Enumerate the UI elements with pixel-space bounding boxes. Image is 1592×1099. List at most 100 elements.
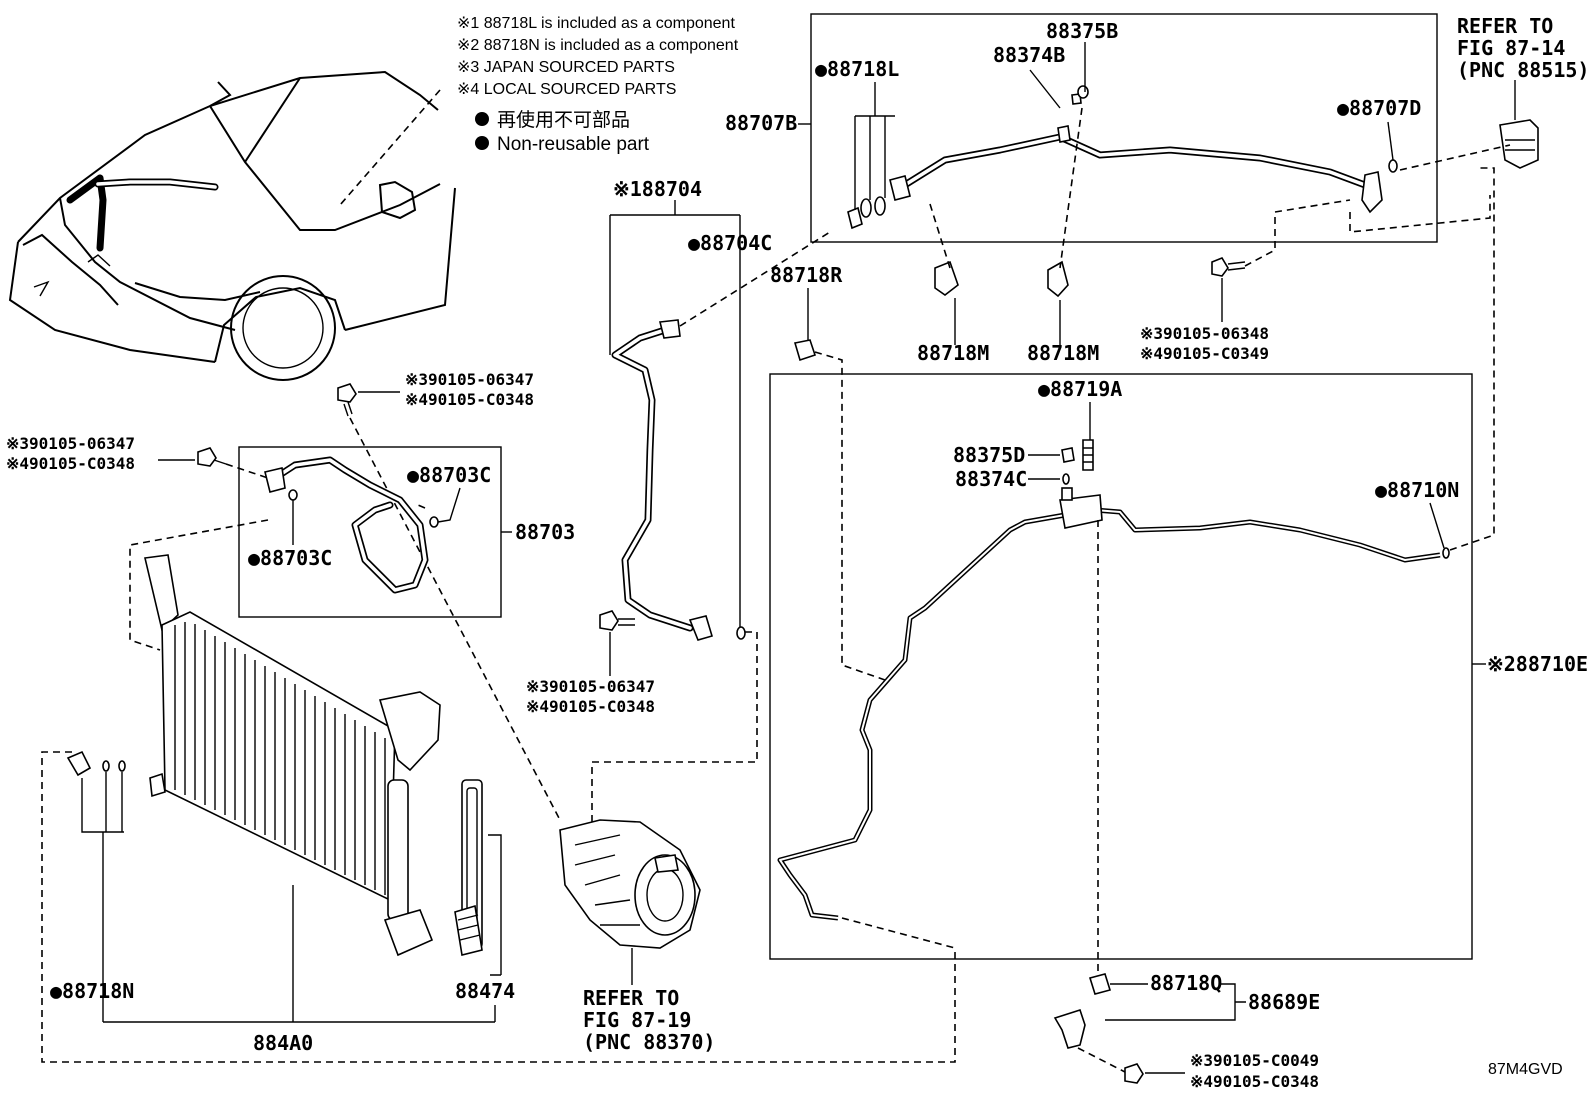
label-88375D: 88375D [953,443,1025,467]
label-88710E: ※288710E [1487,652,1588,676]
label-88718N: ●88718N [50,979,134,1003]
cap-88375D-icon [1061,447,1075,463]
refer-bottom-line3: (PNC 88370) [583,1030,715,1054]
tube-block-88710E [1059,494,1103,529]
dash-88703-stub [417,504,426,509]
label-88707D: ●88707D [1337,96,1421,120]
label-88719A: ●88719A [1038,377,1122,401]
legend-bullet-1 [475,112,489,126]
bolt-left-line1: ※390105-06347 [6,434,135,453]
leader-88704-bracket [609,200,741,628]
car-hood-outline [17,70,439,243]
car-wheel-rim [242,287,324,369]
leader-88718L [854,82,895,210]
refer-top-line1: REFER TO [1457,14,1553,38]
dash-88707D-valve [1399,144,1511,171]
car-emblem [33,280,50,297]
label-88704: ※188704 [613,177,702,201]
bolt-mid-icon [599,610,635,631]
legend-block: 再使用不可部品 Non-reusable part [475,109,650,155]
leader-88374B [1029,69,1061,109]
bolt-left-icon [197,447,227,467]
label-88703C-b: ●88703C [248,546,332,570]
car-front-wheel [230,275,336,381]
label-88375B: 88375B [1046,19,1118,43]
bolt-upper-mid-line2: ※490105-C0348 [405,390,534,409]
refer-bottom-line1: REFER TO [583,986,679,1010]
label-884A0: 884A0 [253,1031,313,1055]
label-88718M-b: 88718M [1027,341,1099,365]
bolt-upper-mid-line1: ※390105-06347 [405,370,534,389]
dash-bolt-left [225,463,269,479]
dash-bolt-upper-mid [349,417,561,821]
note-4: ※4 LOCAL SOURCED PARTS [457,81,676,98]
box-88707B [810,13,1438,243]
dash-bolt-top-right [1244,199,1351,267]
note-2: ※2 88718N is included as a component [457,37,739,54]
label-88703: 88703 [515,520,575,544]
clamp-88718Q-icon [1088,973,1112,995]
hose-88707B-fitting [1361,171,1383,214]
bolt-top-right-line1: ※390105-06348 [1140,324,1269,343]
note-1: ※1 88718L is included as a component [457,15,735,32]
refer-bottom-line2: FIG 87-19 [583,1008,691,1032]
dash-88704-to-compressor [591,631,758,825]
o-ring-88374C-icon [1062,473,1070,485]
clamp-88718M-b-icon [1047,260,1069,298]
car-condenser-hint [87,254,111,267]
car-grille [22,233,119,306]
leader-88718N [81,772,124,1022]
notes-block: ※1 88718L is included as a component ※2 … [457,15,739,98]
o-ring-88707D [1388,159,1398,173]
car-wheel-arch [214,286,346,363]
service-valve-88374B [1057,125,1071,143]
label-88710N: ●88710N [1375,478,1459,502]
leader-88707D [1387,121,1394,161]
dash-88718M-a [929,203,951,269]
o-ring-88718L-2 [874,196,886,216]
label-88703C-a: ●88703C [407,463,491,487]
hose-88703-graphic [264,456,429,594]
note-3: ※3 JAPAN SOURCED PARTS [457,59,675,76]
service-port-88719A-base [1061,487,1073,501]
label-88689E: 88689E [1248,990,1320,1014]
cap-88375B-top [1077,85,1089,99]
leader-884A0 [103,885,495,1023]
leader-88474 [488,834,502,976]
bolt-bottom-line1: ※390105-C0049 [1190,1051,1319,1070]
bolt-top-right-icon [1211,257,1246,277]
car-ac-line-highlight-1 [66,174,107,252]
dash-88704-to-box [679,231,831,327]
o-ring-88704C [736,626,746,640]
leader-88703C-a [437,487,461,523]
dash-bracket-bolt [1077,1047,1126,1073]
bolt-top-right-line2: ※490105-C0349 [1140,344,1269,363]
label-88374B: 88374B [993,43,1065,67]
dash-88718M-b [1059,107,1083,269]
figure-code: 87M4GVD [1488,1061,1563,1078]
condenser-bracket-bottom [383,909,434,957]
bolt-mid-line2: ※490105-C0348 [526,697,655,716]
car-mirror-left [209,81,232,107]
label-88718Q: 88718Q [1150,971,1222,995]
car-body-side [344,187,456,331]
valve-88719A-icon [1082,439,1094,471]
car-windshield-base [209,105,441,231]
condenser-bracket-right [378,691,441,772]
condenser-body [161,611,396,902]
refer-top-line3: (PNC 88515) [1457,58,1589,82]
dash-outer-bottom-loop [41,751,956,1063]
car-mirror [378,180,417,220]
car-front-illustration [8,70,456,381]
dash-fitting-to-valve [1349,195,1491,233]
o-ring-88718L-1 [860,198,872,218]
car-a-pillar [244,77,301,163]
bracket-88689E-icon [1053,1008,1086,1049]
legend-text-en: Non-reusable part [497,134,650,155]
receiver-tank [387,779,409,921]
condenser-bracket-top [144,554,179,632]
o-ring-88710N-icon [1442,547,1450,559]
refer-top-line2: FIG 87-14 [1457,36,1565,60]
dash-88710E-bottom [841,917,956,949]
